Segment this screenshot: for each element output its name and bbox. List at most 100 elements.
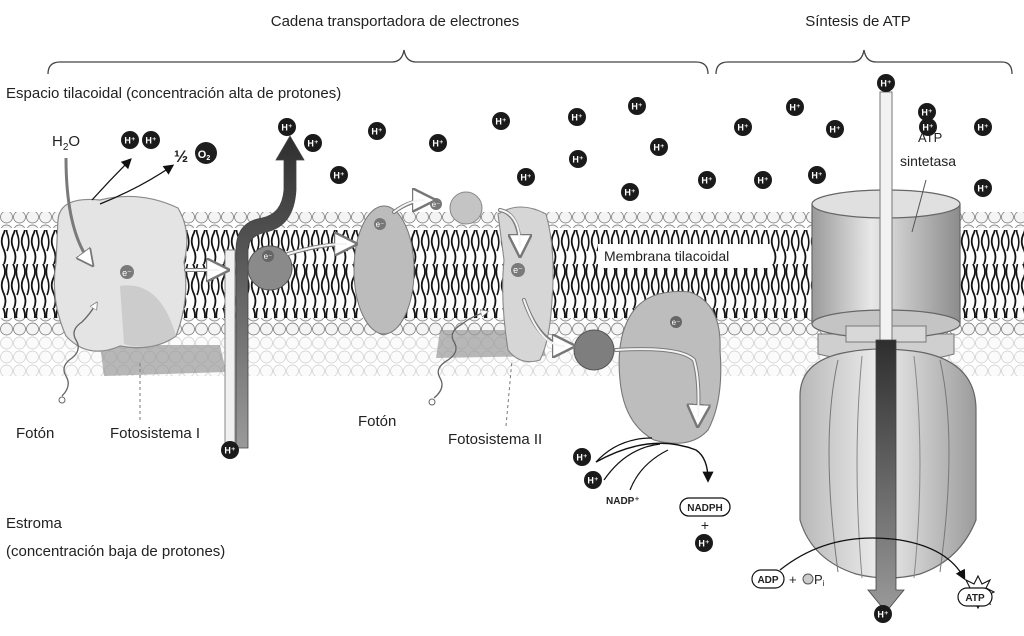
svg-text:H⁺: H⁺ — [698, 539, 709, 549]
oxygen-molecule: O2 — [195, 142, 217, 164]
proton-badge: H⁺ — [974, 118, 992, 136]
atp-synthase-label-2: sintetasa — [900, 153, 956, 169]
photosystem-2-label: Fotosistema II — [448, 431, 542, 448]
svg-text:H⁺: H⁺ — [921, 108, 932, 118]
lumen-label: Espacio tilacoidal (concentración alta d… — [6, 85, 341, 102]
photon-wave-left — [61, 304, 96, 397]
svg-text:H⁺: H⁺ — [571, 113, 582, 123]
svg-text:e⁻: e⁻ — [376, 220, 385, 229]
brace-atp-synthesis — [715, 49, 1013, 75]
svg-text:e⁻: e⁻ — [264, 252, 273, 261]
leader-atp-synthase — [911, 179, 927, 233]
svg-text:H⁺: H⁺ — [520, 173, 531, 183]
proton-badge: H⁺ — [754, 171, 772, 189]
half-symbol: ½ — [174, 147, 188, 166]
svg-text:H⁺: H⁺ — [371, 127, 382, 137]
nadph-input-1 — [595, 437, 653, 463]
svg-text:H⁺: H⁺ — [587, 476, 598, 486]
proton-badge: H⁺ — [429, 134, 447, 152]
header-electron-chain: Cadena transportadora de electrones — [271, 13, 520, 30]
proton-badge: H⁺ — [330, 166, 348, 184]
water-arrow — [64, 157, 90, 262]
nadph-arrow — [595, 442, 714, 483]
proton-badge: H⁺ — [698, 171, 716, 189]
proton-badge: H⁺ — [919, 118, 937, 136]
proton-badge: H⁺ — [628, 97, 646, 115]
svg-text:H⁺: H⁺ — [880, 79, 891, 89]
svg-text:H⁺: H⁺ — [124, 136, 135, 146]
adp-plus: + — [789, 572, 797, 587]
svg-text:H⁺: H⁺ — [737, 123, 748, 133]
antenna-complex-left — [100, 345, 226, 376]
adp-box — [751, 569, 785, 589]
photon-source-left — [58, 396, 66, 404]
svg-text:H⁺: H⁺ — [811, 171, 822, 181]
electron-photosystem-mid: e⁻ — [511, 263, 525, 277]
nadph-input-2 — [603, 443, 661, 481]
nadph-plus: + — [701, 517, 709, 533]
proton-badge: H⁺ — [278, 118, 296, 136]
electron-flow-arrows-fill — [185, 199, 700, 417]
svg-text:e⁻: e⁻ — [672, 318, 681, 327]
nadp-reductase — [618, 290, 722, 444]
svg-text:H⁺: H⁺ — [432, 139, 443, 149]
proton-badge: H⁺ — [573, 448, 591, 466]
proton-badge: H⁺ — [826, 120, 844, 138]
svg-text:H⁺: H⁺ — [977, 123, 988, 133]
proton-badge: H⁺ — [695, 534, 713, 552]
header-atp-synthesis: Síntesis de ATP — [805, 13, 911, 30]
cytochrome-complex — [353, 205, 415, 335]
stroma-label-2: (concentración baja de protones) — [6, 543, 225, 560]
proton-badge: H⁺ — [517, 168, 535, 186]
proton-badge: H⁺ — [368, 122, 386, 140]
proton-badge: H⁺ — [569, 150, 587, 168]
proton-group: H⁺ H⁺ H⁺ H⁺ H⁺ H⁺ H⁺ H⁺ H⁺ H⁺ H⁺ H⁺ H⁺ H⁺ H⁺ H⁺ H⁺ H⁺ H⁺ H⁺… — [121, 74, 992, 623]
photon-wave-mid — [433, 312, 486, 399]
plastoquinone-shuttle-arrow — [235, 135, 305, 449]
svg-text:H⁺: H⁺ — [281, 123, 292, 133]
photon-label-mid: Fotón — [358, 413, 396, 430]
svg-text:H⁺: H⁺ — [829, 125, 840, 135]
membrane-label: Membrana tilacoidal — [604, 248, 729, 264]
ferredoxin — [573, 329, 615, 371]
phosphate-label: Pi — [814, 572, 825, 588]
svg-text:H⁺: H⁺ — [877, 610, 888, 620]
svg-text:H⁺: H⁺ — [495, 117, 506, 127]
electron-nadp-reductase: e⁻ — [670, 316, 682, 328]
proton-badge: H⁺ — [650, 138, 668, 156]
svg-text:H⁺: H⁺ — [789, 103, 800, 113]
svg-text:H⁺: H⁺ — [922, 123, 933, 133]
proton-badge: H⁺ — [874, 605, 892, 623]
svg-text:e⁻: e⁻ — [432, 200, 441, 209]
proton-badge: H⁺ — [974, 179, 992, 197]
svg-text:H⁺: H⁺ — [333, 171, 344, 181]
electron-cytochrome: e⁻ — [374, 218, 386, 230]
electron-plastocyanin: e⁻ — [430, 198, 442, 210]
photon-source-mid — [428, 398, 436, 406]
adp-label: ADP — [757, 575, 778, 586]
brace-electron-chain — [47, 49, 709, 75]
phosphate-circle — [802, 573, 814, 585]
proton-badge: H⁺ — [142, 131, 160, 149]
svg-text:H⁺: H⁺ — [224, 446, 235, 456]
svg-text:H⁺: H⁺ — [624, 188, 635, 198]
proton-badge: H⁺ — [918, 103, 936, 121]
nadph-label: NADPH — [687, 503, 723, 514]
svg-text:H⁺: H⁺ — [307, 139, 318, 149]
svg-text:H⁺: H⁺ — [631, 102, 642, 112]
svg-text:H⁺: H⁺ — [145, 136, 156, 146]
atp-label: ATP — [965, 593, 985, 604]
plastoquinone — [247, 245, 293, 291]
proton-badge: H⁺ — [568, 108, 586, 126]
water-to-proton-arrow — [91, 158, 132, 201]
svg-text:e⁻: e⁻ — [513, 265, 523, 275]
electron-in-photosystem-left: e⁻ — [120, 265, 134, 279]
proton-badge: H⁺ — [621, 183, 639, 201]
svg-text:H⁺: H⁺ — [757, 176, 768, 186]
svg-text:H⁺: H⁺ — [653, 143, 664, 153]
svg-text:O2: O2 — [198, 149, 211, 162]
svg-text:H⁺: H⁺ — [576, 453, 587, 463]
proton-badge: H⁺ — [734, 118, 752, 136]
